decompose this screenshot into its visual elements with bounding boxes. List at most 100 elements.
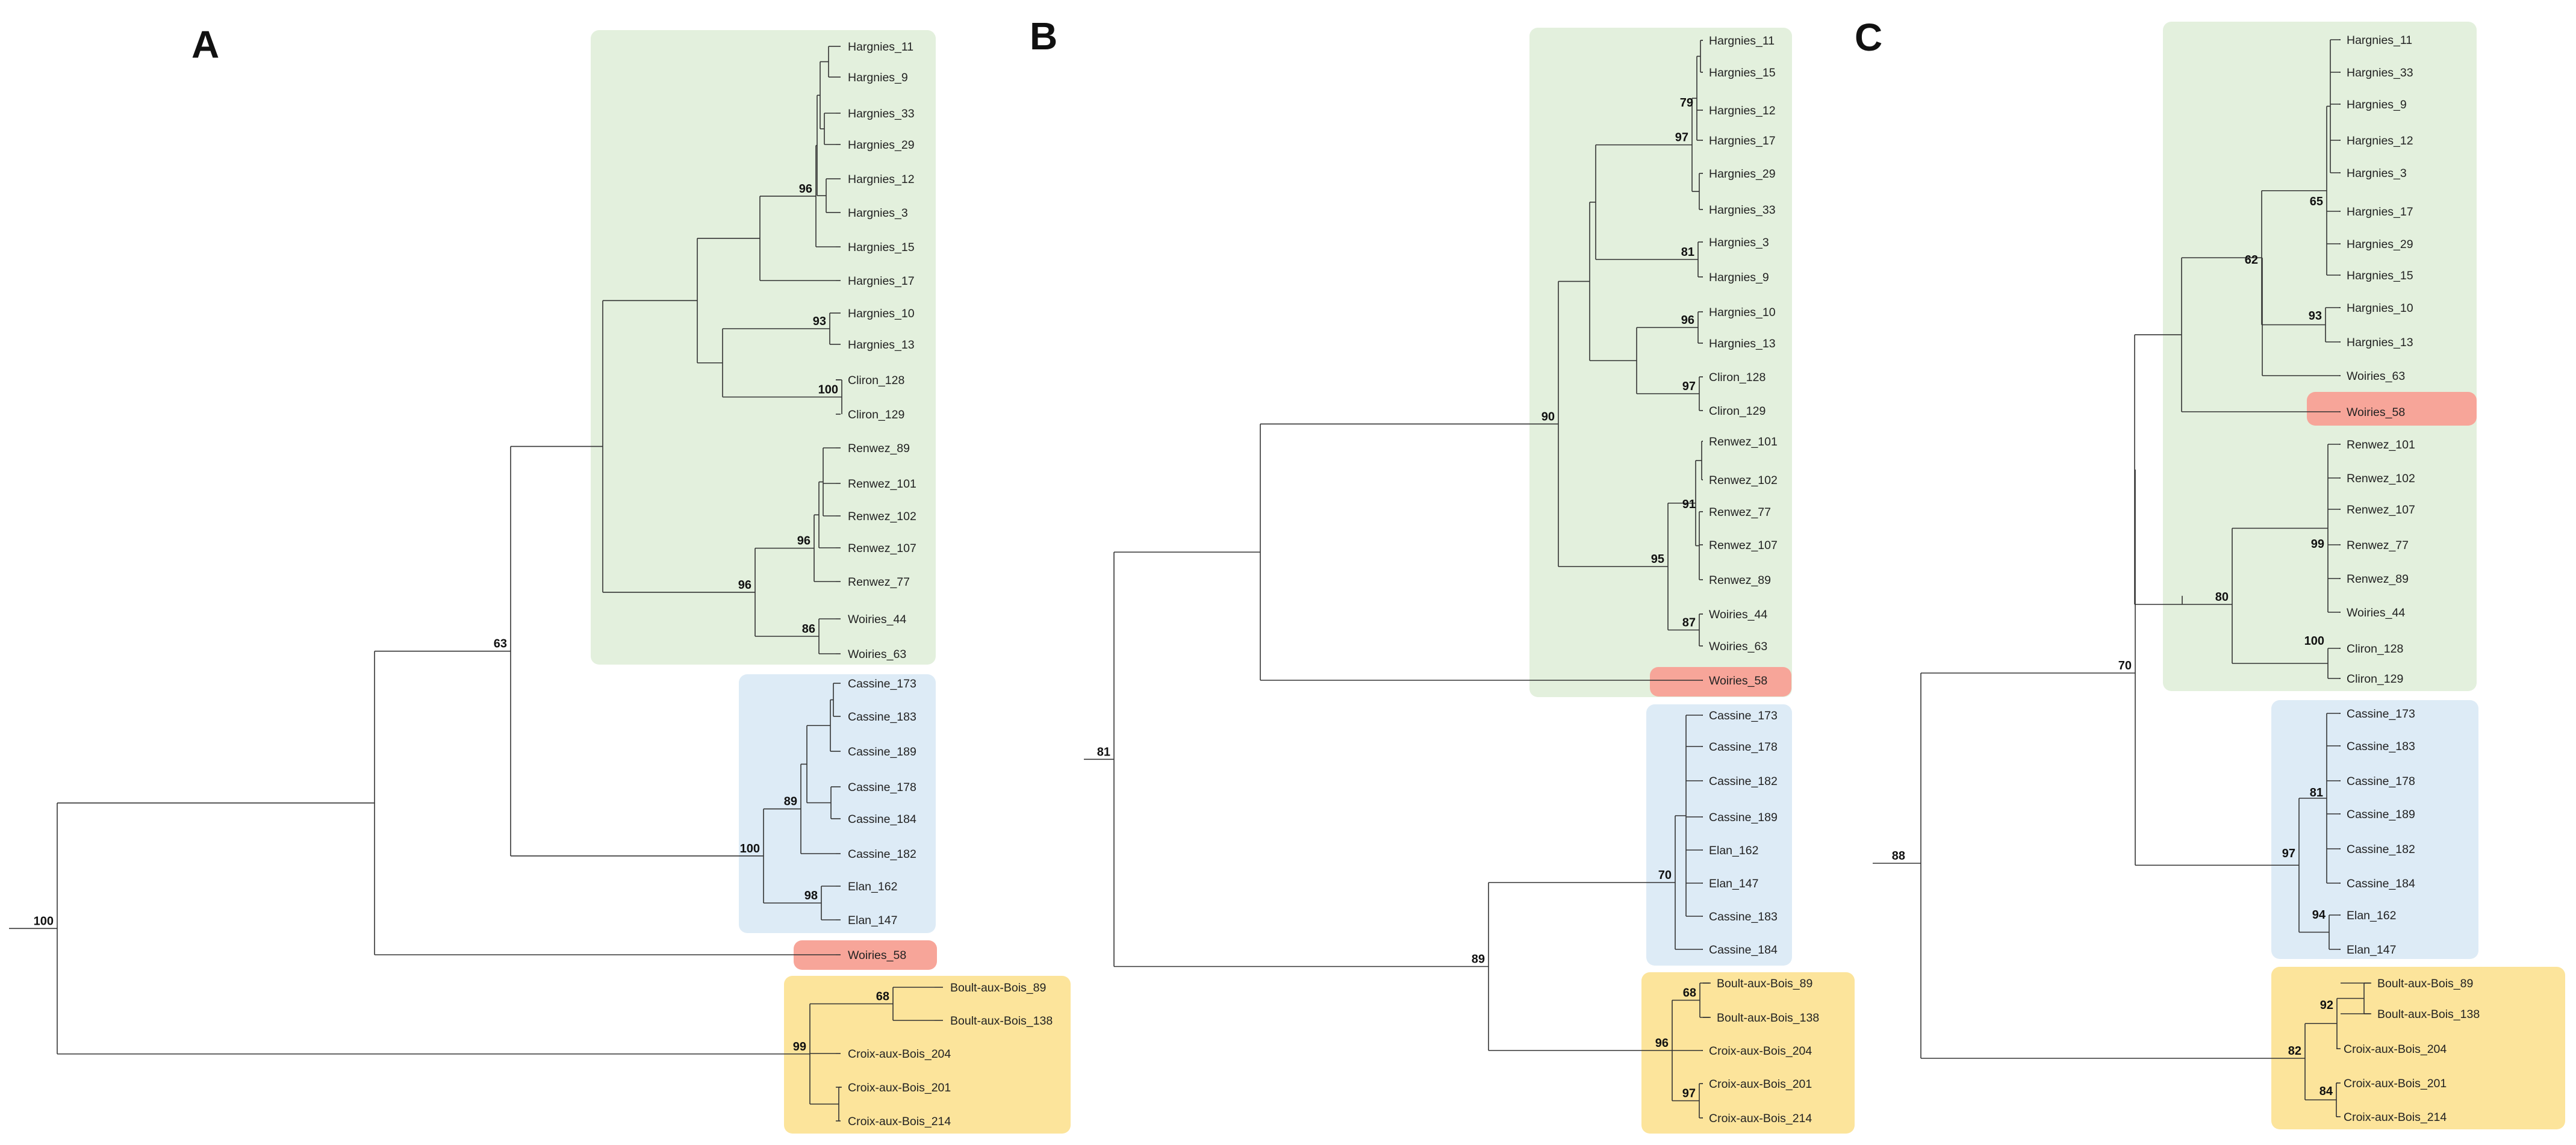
leaf-label: Cliron_128 [848, 374, 904, 387]
leaf-label: Renwez_89 [2347, 572, 2409, 586]
bootstrap-support: 91 [1682, 498, 1696, 511]
leaf-label: Hargnies_12 [848, 173, 915, 186]
leaf-label: Hargnies_29 [848, 138, 915, 152]
leaf-label: Boult-aux-Bois_138 [1717, 1011, 1819, 1025]
leaf-label: Renwez_101 [2347, 438, 2415, 451]
leaf-label: Hargnies_3 [2347, 167, 2407, 180]
leaf-label: Renwez_102 [848, 510, 916, 523]
leaf-label: Hargnies_10 [848, 307, 915, 320]
leaf-label: Cassine_183 [2347, 740, 2415, 753]
leaf-label: Hargnies_15 [2347, 269, 2413, 282]
leaf-label: Croix-aux-Bois_214 [2344, 1111, 2447, 1124]
panel-b-yellow-clade [1641, 972, 1855, 1134]
bootstrap-support: 88 [1892, 849, 1905, 863]
leaf-label: Woiries_63 [1709, 640, 1767, 653]
leaf-label: Hargnies_13 [2347, 336, 2413, 349]
leaf-label: Renwez_77 [848, 576, 910, 589]
bootstrap-support: 99 [793, 1040, 806, 1053]
leaf-label: Hargnies_29 [1709, 167, 1776, 181]
bootstrap-support: 70 [1658, 869, 1672, 882]
bootstrap-support: 87 [1682, 616, 1696, 630]
leaf-label: Croix-aux-Bois_201 [1709, 1078, 1812, 1091]
bootstrap-support: 98 [804, 889, 818, 902]
bootstrap-support: 82 [2288, 1044, 2301, 1058]
panel-a-blue-clade [739, 674, 936, 933]
bootstrap-support: 63 [494, 638, 507, 651]
leaf-label: Hargnies_10 [2347, 302, 2413, 315]
bootstrap-support: 94 [2312, 908, 2326, 922]
leaf-label: Hargnies_13 [848, 338, 915, 352]
leaf-label: Hargnies_17 [2347, 205, 2413, 219]
leaf-label: Cassine_182 [848, 848, 916, 861]
leaf-label: Elan_147 [1709, 877, 1758, 890]
bootstrap-support: 65 [2310, 195, 2323, 208]
bootstrap-support: 93 [2309, 309, 2322, 323]
panel-b-green-clade [1529, 28, 1792, 697]
leaf-label: Hargnies_17 [1709, 134, 1776, 147]
leaf-label: Boult-aux-Bois_138 [950, 1014, 1053, 1028]
bootstrap-support: 95 [1651, 553, 1664, 566]
leaf-label: Cliron_128 [2347, 642, 2403, 656]
leaf-label: Boult-aux-Bois_138 [2377, 1008, 2480, 1021]
panel-letter: A [191, 23, 219, 66]
leaf-label: Cassine_184 [1709, 943, 1778, 957]
bootstrap-support: 97 [1682, 1087, 1696, 1100]
leaf-label: Hargnies_11 [848, 40, 913, 54]
leaf-label: Woiries_44 [848, 613, 906, 626]
leaf-label: Hargnies_3 [1709, 236, 1769, 249]
leaf-label: Hargnies_9 [848, 71, 908, 84]
leaf-label: Croix-aux-Bois_201 [2344, 1077, 2447, 1090]
leaf-label: Hargnies_11 [2347, 34, 2412, 47]
panel-b-red-clade [1650, 667, 1791, 697]
leaf-label: Cassine_184 [848, 813, 916, 826]
leaf-label: Cassine_178 [848, 781, 916, 794]
panel-c-red-clade [2307, 392, 2477, 426]
bootstrap-support: 68 [876, 990, 889, 1004]
panel-c-blue-clade [2271, 700, 2478, 959]
clade-highlight-layer [591, 22, 2565, 1134]
panel-c-green-clade [2163, 22, 2477, 691]
bootstrap-support: 86 [802, 622, 815, 636]
leaf-label: Cassine_173 [848, 677, 916, 690]
leaf-label: Cliron_129 [2347, 672, 2403, 686]
leaf-label: Cassine_178 [2347, 775, 2415, 788]
leaf-label: Cassine_189 [2347, 808, 2415, 821]
bootstrap-support: 79 [1680, 96, 1693, 110]
panel-c-yellow-clade [2271, 967, 2565, 1129]
leaf-label: Cassine_183 [1709, 910, 1778, 923]
bootstrap-support: 90 [1542, 410, 1555, 423]
bootstrap-support: 93 [813, 315, 826, 328]
bootstrap-support: 68 [1683, 987, 1696, 1000]
leaf-label: Hargnies_15 [848, 241, 915, 254]
bootstrap-support: 81 [1097, 745, 1110, 759]
leaf-label: Hargnies_17 [848, 275, 915, 288]
leaf-label: Hargnies_15 [1709, 66, 1776, 79]
bootstrap-support: 100 [818, 383, 838, 397]
leaf-label: Hargnies_9 [1709, 271, 1769, 284]
leaf-label: Elan_162 [1709, 844, 1758, 857]
leaf-label: Renwez_107 [2347, 503, 2415, 517]
leaf-label: Hargnies_9 [2347, 98, 2407, 111]
bootstrap-support: 99 [2311, 538, 2324, 551]
leaf-label: Hargnies_12 [2347, 134, 2413, 147]
leaf-label: Cliron_129 [1709, 405, 1766, 418]
bootstrap-support: 70 [2118, 659, 2132, 672]
leaf-label: Cassine_178 [1709, 740, 1778, 754]
panel-a-yellow-clade [784, 976, 1071, 1134]
leaf-label: Woiries_58 [1709, 674, 1767, 687]
bootstrap-support: 96 [1655, 1037, 1669, 1050]
leaf-label: Woiries_63 [848, 648, 906, 661]
leaf-label: Hargnies_10 [1709, 306, 1776, 319]
leaf-label: Elan_147 [848, 914, 897, 927]
bootstrap-support: 89 [784, 795, 797, 808]
bootstrap-support: 97 [1682, 380, 1696, 393]
bootstrap-support: 100 [2304, 635, 2324, 648]
leaf-label: Hargnies_33 [2347, 66, 2413, 79]
leaf-label: Renwez_89 [848, 442, 910, 455]
leaf-label: Renwez_89 [1709, 574, 1771, 587]
leaf-label: Woiries_63 [2347, 370, 2405, 383]
bootstrap-support: 62 [2245, 253, 2258, 267]
leaf-label: Boult-aux-Bois_89 [1717, 977, 1812, 990]
bootstrap-support: 96 [738, 579, 751, 592]
